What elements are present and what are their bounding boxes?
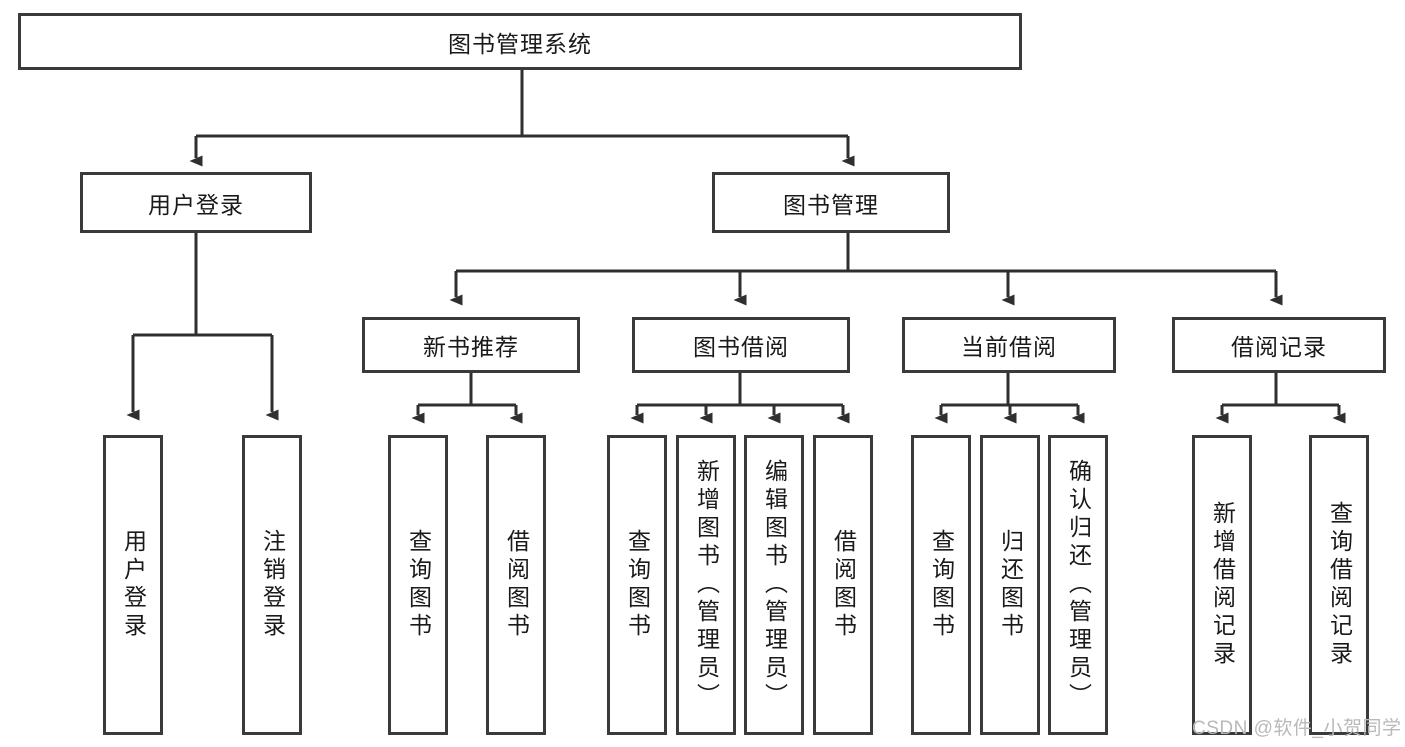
node-label: 查询图书 xyxy=(928,529,955,641)
node-label: 借阅记录 xyxy=(1231,334,1327,360)
node-leaf-query-book-borrow[interactable]: 查询图书 xyxy=(607,435,667,735)
node-label: 查询借阅记录 xyxy=(1326,501,1353,669)
node-leaf-edit-book-admin[interactable]: 编辑图书（管理员） xyxy=(744,435,804,735)
node-label: 图书管理系统 xyxy=(448,30,592,57)
node-label: 确认归还（管理员） xyxy=(1065,459,1092,711)
node-leaf-confirm-return-admin[interactable]: 确认归还（管理员） xyxy=(1048,435,1108,735)
node-label: 图书借阅 xyxy=(693,334,789,360)
node-book-management[interactable]: 图书管理 xyxy=(712,172,950,233)
node-borrow-record[interactable]: 借阅记录 xyxy=(1172,317,1386,373)
node-label: 借阅图书 xyxy=(503,529,530,641)
node-label: 查询图书 xyxy=(405,529,432,641)
node-label: 新增图书（管理员） xyxy=(693,459,720,711)
node-new-book-recommend[interactable]: 新书推荐 xyxy=(362,317,580,373)
node-label: 新增借阅记录 xyxy=(1209,501,1236,669)
node-label: 当前借阅 xyxy=(961,334,1057,360)
node-leaf-return-book[interactable]: 归还图书 xyxy=(980,435,1040,735)
node-current-borrow[interactable]: 当前借阅 xyxy=(902,317,1116,373)
node-label: 用户登录 xyxy=(120,529,147,641)
node-leaf-logout[interactable]: 注销登录 xyxy=(242,435,302,735)
node-label: 图书管理 xyxy=(783,191,879,218)
node-book-borrow[interactable]: 图书借阅 xyxy=(632,317,850,373)
node-leaf-query-book-recommend[interactable]: 查询图书 xyxy=(388,435,448,735)
node-label: 注销登录 xyxy=(259,529,286,641)
node-leaf-borrow-book[interactable]: 借阅图书 xyxy=(813,435,873,735)
node-label: 编辑图书（管理员） xyxy=(761,459,788,711)
node-label: 借阅图书 xyxy=(830,529,857,641)
node-leaf-add-borrow-record[interactable]: 新增借阅记录 xyxy=(1192,435,1252,735)
node-leaf-borrow-book-recommend[interactable]: 借阅图书 xyxy=(486,435,546,735)
node-leaf-user-login[interactable]: 用户登录 xyxy=(103,435,163,735)
node-leaf-add-book-admin[interactable]: 新增图书（管理员） xyxy=(676,435,736,735)
node-leaf-query-borrow-record[interactable]: 查询借阅记录 xyxy=(1309,435,1369,735)
node-label: 用户登录 xyxy=(148,191,244,218)
node-label: 查询图书 xyxy=(624,529,651,641)
node-label: 归还图书 xyxy=(997,529,1024,641)
node-root-book-management-system[interactable]: 图书管理系统 xyxy=(18,13,1022,70)
node-leaf-query-book-current[interactable]: 查询图书 xyxy=(911,435,971,735)
csdn-watermark: CSDN @软件_小贺同学 xyxy=(1192,718,1402,739)
node-label: 新书推荐 xyxy=(423,334,519,360)
node-user-login[interactable]: 用户登录 xyxy=(80,172,312,233)
